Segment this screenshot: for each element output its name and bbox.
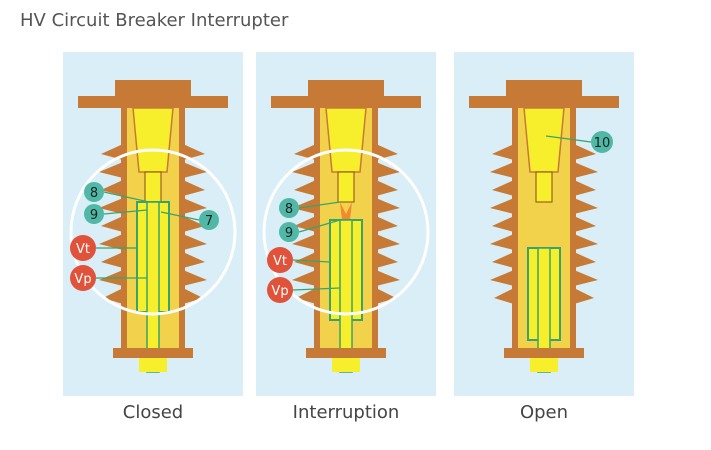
svg-text:Vp: Vp	[271, 284, 288, 299]
upper-nozzle	[325, 107, 367, 173]
fixed-contact	[337, 171, 355, 203]
upper-nozzle	[523, 107, 565, 173]
bottom-flange	[113, 348, 193, 358]
top-flange	[469, 96, 619, 108]
magnifier-ring	[69, 148, 237, 316]
top-cap	[308, 80, 384, 98]
marker-vp: Vp	[267, 277, 293, 303]
caption-closed: Closed	[122, 402, 184, 423]
panel-interruption: 8 9 Vt Vp	[256, 52, 436, 396]
bottom-terminal	[332, 358, 360, 372]
marker-vp: Vp	[70, 265, 96, 291]
arc-flash	[340, 202, 352, 220]
bottom-flange	[504, 348, 584, 358]
marker-vt: Vt	[267, 247, 293, 273]
svg-text:8: 8	[90, 186, 98, 201]
marker-vt: Vt	[70, 235, 96, 261]
marker-10: 10	[591, 131, 613, 153]
marker-7: 7	[199, 210, 219, 230]
top-flange	[78, 96, 228, 108]
caption-open: Open	[519, 402, 569, 423]
marker-9: 9	[279, 222, 299, 242]
leader-lines	[292, 201, 341, 291]
leader-lines	[96, 191, 200, 279]
bottom-flange	[306, 348, 386, 358]
bottom-terminal	[139, 358, 167, 372]
bottom-terminal	[530, 358, 558, 372]
interrupter-interruption-diagram: 8 9 Vt Vp	[256, 52, 436, 396]
insulator-sheds	[490, 144, 598, 304]
svg-text:Vp: Vp	[74, 272, 91, 287]
marker-8: 8	[279, 198, 299, 218]
top-cap	[115, 80, 191, 98]
top-flange	[271, 96, 421, 108]
panel-closed: 8 9 7 Vt Vp	[63, 52, 243, 396]
svg-text:Vt: Vt	[76, 242, 90, 257]
insulator-sheds	[292, 144, 400, 304]
insulator-sheds	[99, 144, 207, 304]
panel-open: 10	[454, 52, 634, 396]
interrupter-open-diagram: 10	[454, 52, 634, 396]
top-cap	[506, 80, 582, 98]
marker-9: 9	[84, 204, 104, 224]
fixed-contact	[535, 171, 553, 203]
marker-8: 8	[84, 182, 104, 202]
contact-rod	[146, 201, 160, 373]
page-title: HV Circuit Breaker Interrupter	[20, 10, 289, 31]
svg-text:10: 10	[594, 136, 611, 151]
interrupter-closed-diagram: 8 9 7 Vt Vp	[63, 52, 243, 396]
svg-text:8: 8	[285, 202, 293, 217]
svg-text:Vt: Vt	[273, 254, 287, 269]
upper-nozzle	[132, 107, 174, 173]
leader-line	[545, 135, 592, 143]
svg-text:7: 7	[205, 214, 213, 229]
magnifier-ring	[262, 148, 430, 316]
svg-text:9: 9	[285, 226, 293, 241]
caption-interruption: Interruption	[292, 402, 400, 423]
svg-text:9: 9	[90, 208, 98, 223]
